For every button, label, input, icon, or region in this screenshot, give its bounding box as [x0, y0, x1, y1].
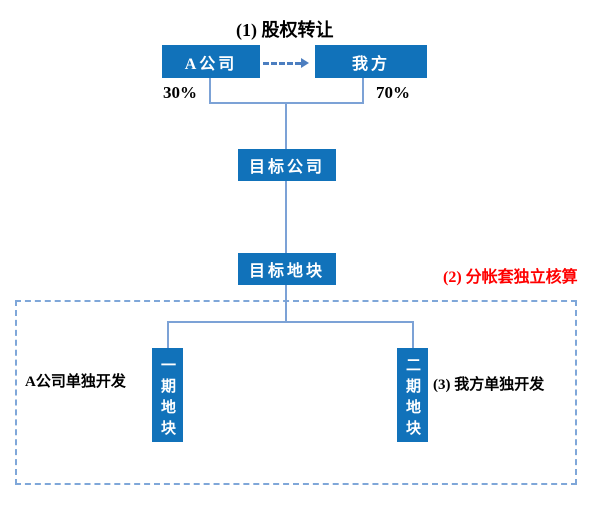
arrow-head: [301, 58, 309, 68]
connector-target-plot-down: [285, 285, 287, 323]
node-target-plot: 目标地块: [238, 253, 336, 285]
node-our-side: 我方: [315, 45, 427, 78]
arrow-shaft: [263, 62, 301, 65]
independent-accounting-region: [15, 300, 577, 485]
equity-transfer-arrow-icon: [263, 58, 309, 68]
company-a-develop-label: A公司单独开发: [25, 374, 126, 390]
connector-to-phase1: [167, 321, 169, 348]
step1-label: (1) 股权转让: [236, 20, 334, 40]
connector-ourside-down: [362, 78, 364, 104]
connector-split: [167, 321, 414, 323]
node-phase2-plot: 二期地块: [397, 348, 428, 442]
step3-label: (3) 我方单独开发: [433, 377, 545, 393]
connector-to-target-company: [285, 102, 287, 149]
connector-to-phase2: [412, 321, 414, 348]
share-left-label: 30%: [163, 83, 197, 102]
node-target-company: 目标公司: [238, 149, 336, 181]
share-right-label: 70%: [376, 83, 410, 102]
node-company-a: A公司: [162, 45, 260, 78]
step2-label: (2) 分帐套独立核算: [443, 269, 578, 286]
connector-companya-down: [209, 78, 211, 104]
node-phase1-plot: 一期地块: [152, 348, 183, 442]
connector-to-target-plot: [285, 181, 287, 253]
